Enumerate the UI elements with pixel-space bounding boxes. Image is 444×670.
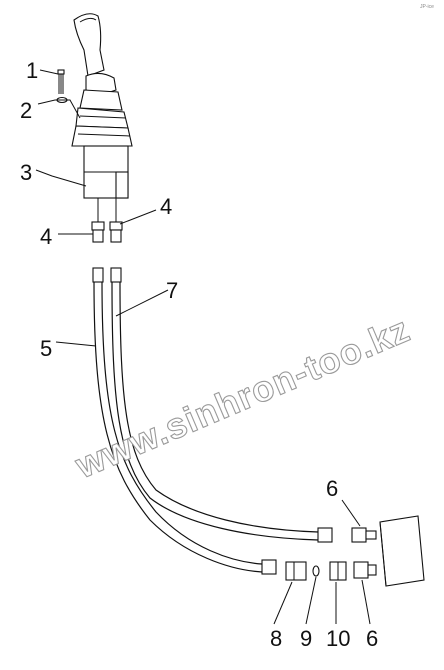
hose-7: [111, 281, 319, 541]
fitting-left: [91, 198, 105, 243]
callout-3: 3: [20, 160, 32, 185]
hose-5: [93, 281, 263, 573]
fitting-right: [109, 198, 123, 243]
callout-6-lower: 6: [366, 626, 378, 651]
callout-1: 1: [26, 58, 38, 83]
leader-lines: [35, 69, 371, 625]
callout-4-right: 4: [160, 194, 172, 219]
connector-10: [329, 561, 347, 581]
seal-ring: [312, 565, 320, 577]
control-valve-block: [379, 515, 425, 587]
callout-10: 10: [326, 626, 350, 651]
joystick-handle: [71, 13, 133, 147]
valve-body: [83, 145, 129, 199]
callout-5: 5: [40, 336, 52, 361]
hose-end-fitting-upper: [317, 527, 333, 543]
connector-upper: [351, 527, 377, 543]
hose-end-fitting-lower: [261, 559, 277, 575]
callout-9: 9: [300, 626, 312, 651]
adapter: [285, 561, 307, 581]
bolt: [57, 69, 65, 94]
callout-4-left: 4: [40, 224, 52, 249]
corner-mark: JP-ice: [420, 4, 434, 10]
callout-7: 7: [166, 278, 178, 303]
callout-2: 2: [20, 98, 32, 123]
callout-6-upper: 6: [326, 476, 338, 501]
hose-fitting-top-right: [110, 267, 122, 283]
hose-fitting-top-left: [92, 267, 104, 283]
callout-8: 8: [270, 626, 282, 651]
connector-lower: [353, 561, 377, 579]
